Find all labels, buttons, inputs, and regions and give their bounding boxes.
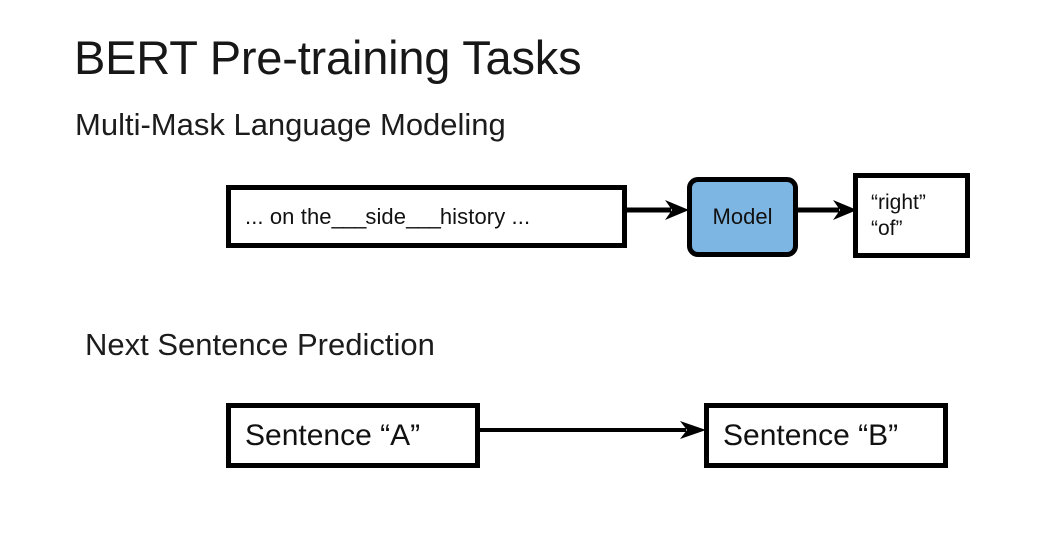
- mask-blank-1: ___: [331, 203, 367, 229]
- arrow-model-to-output-icon: [795, 200, 857, 220]
- page-title: BERT Pre-training Tasks: [74, 31, 582, 84]
- model-box: Model: [687, 177, 798, 257]
- model-box-label: Model: [712, 204, 773, 229]
- section-heading-mlm: Multi-Mask Language Modeling: [75, 107, 506, 142]
- masked-sentence-suffix: history ...: [439, 203, 531, 229]
- masked-sentence-middle: side: [365, 203, 407, 229]
- masked-sentence-box: ... on the ___ side ___ history ...: [226, 185, 627, 248]
- sentence-b-label: Sentence “B”: [723, 418, 899, 452]
- sentence-a-box: Sentence “A”: [226, 403, 480, 468]
- arrow-sentence-a-to-b-icon: [478, 420, 706, 440]
- sentence-b-box: Sentence “B”: [704, 403, 948, 468]
- section-heading-nsp: Next Sentence Prediction: [85, 327, 435, 362]
- mask-blank-2: ___: [406, 203, 441, 229]
- masked-sentence-prefix: ... on the: [245, 203, 332, 229]
- prediction-token-2: “of”: [871, 216, 903, 240]
- predictions-box: “right” “of”: [853, 173, 970, 258]
- prediction-token-1: “right”: [871, 190, 926, 214]
- arrow-input-to-model-icon: [623, 200, 689, 220]
- sentence-a-label: Sentence “A”: [245, 418, 421, 452]
